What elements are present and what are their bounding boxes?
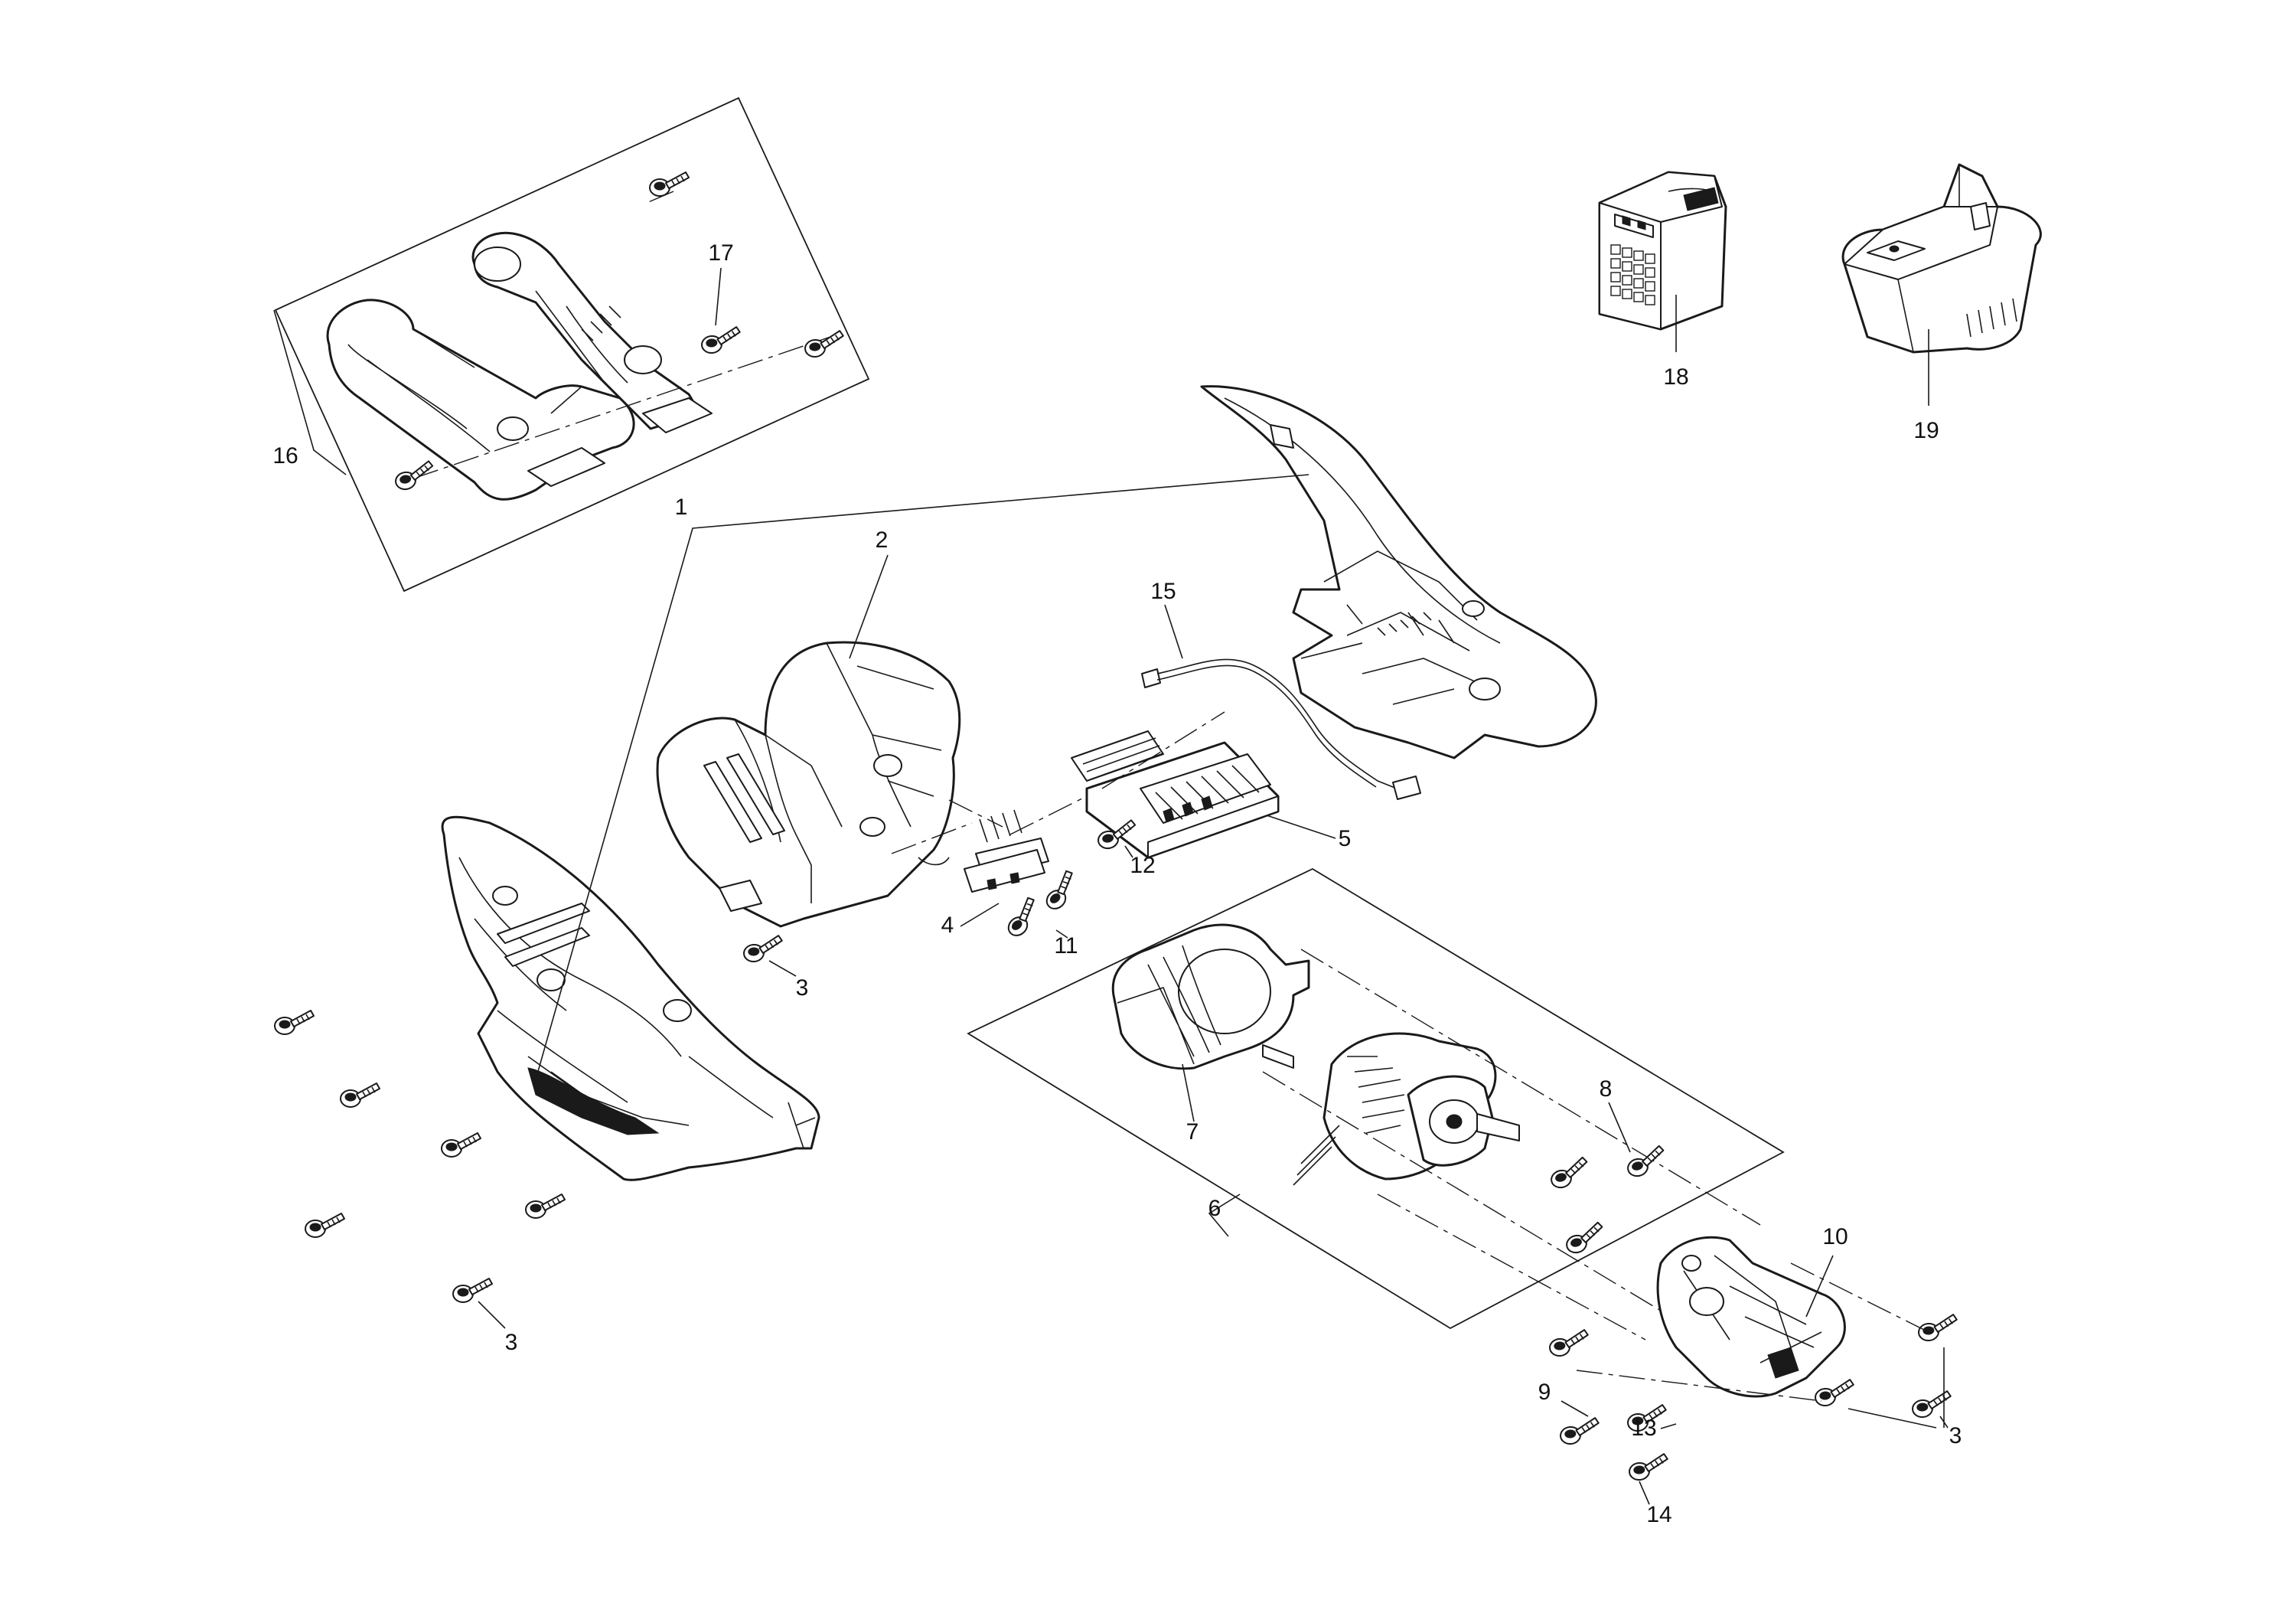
callout-4: 4: [941, 913, 954, 938]
callout-11: 11: [1054, 933, 1078, 958]
callout-2: 2: [876, 527, 889, 553]
housing-left-half: [441, 815, 820, 1181]
battery-pack-item-18: [1598, 171, 1727, 352]
callout-3-right: 3: [1949, 1423, 1962, 1448]
callout-1-leader: [535, 474, 1309, 1080]
callout-19: 19: [1913, 418, 1939, 443]
handle-part: [326, 231, 713, 501]
callout-10: 10: [1822, 1224, 1848, 1249]
callout-3-housing: 3: [796, 975, 809, 1001]
controller-board-item-5: [1071, 730, 1280, 859]
charger-item-19: [1841, 163, 2042, 406]
motor-rotor: [1293, 1032, 1520, 1186]
callout-8: 8: [1600, 1076, 1613, 1102]
callout-17: 17: [708, 240, 733, 266]
callout-5: 5: [1339, 826, 1352, 851]
handle-assembly-group: [273, 96, 870, 593]
callout-3-left: 3: [505, 1330, 518, 1355]
wire-harness-item-15: [1141, 604, 1421, 800]
housing-right-half: [1200, 385, 1597, 759]
motor-assembly-group: [967, 867, 1785, 1330]
callout-16: 16: [272, 443, 298, 469]
callout-1: 1: [675, 495, 688, 520]
fan-shroud-item-7: [1111, 923, 1310, 1122]
callout-13: 13: [1631, 1416, 1656, 1441]
motor-kit-frame: [967, 867, 1785, 1330]
callout-9: 9: [1538, 1380, 1551, 1405]
callout-7: 7: [1186, 1119, 1199, 1145]
callout-14: 14: [1646, 1502, 1671, 1527]
callout-labels: 1 2 3 3 3 4 5 6 7 8 9 10 11 12 13 14 15 …: [272, 240, 1962, 1527]
inner-housing: [656, 641, 961, 928]
callout-15: 15: [1150, 579, 1176, 604]
gear-housing-item-10: [1656, 1236, 1846, 1398]
callout-12: 12: [1130, 853, 1155, 878]
handle-kit-bracket: [273, 309, 347, 475]
callout-6: 6: [1208, 1196, 1221, 1221]
handle-kit-frame: [274, 96, 870, 593]
callout-18: 18: [1663, 364, 1688, 390]
terminal-block-item-4: [964, 809, 1049, 893]
